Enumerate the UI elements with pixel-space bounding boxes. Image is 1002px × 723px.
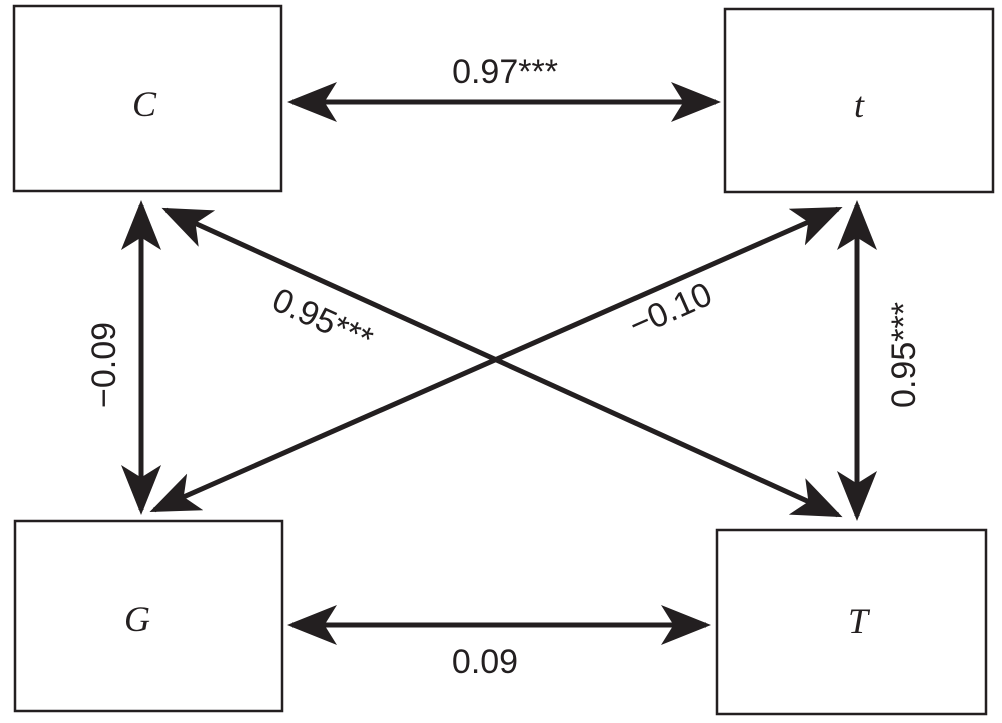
node-label-G: G: [124, 599, 150, 639]
coef-t-T: 0.95***: [885, 302, 923, 408]
node-label-C: C: [132, 84, 157, 124]
node-box-G: [13, 519, 284, 713]
coef-G-T: 0.09: [452, 643, 518, 681]
node-box-t: [723, 7, 995, 194]
node-box-C: [12, 4, 283, 193]
arrow-t-G: [149, 206, 843, 513]
coef-C-G: −0.09: [85, 322, 123, 408]
node-label-t: t: [854, 85, 865, 125]
node-box-T: [715, 528, 988, 716]
coef-C-t: 0.97***: [452, 53, 558, 91]
node-label-T: T: [848, 601, 871, 641]
coef-t-G: −0.10: [624, 275, 718, 344]
coef-C-T: 0.95***: [266, 281, 378, 359]
